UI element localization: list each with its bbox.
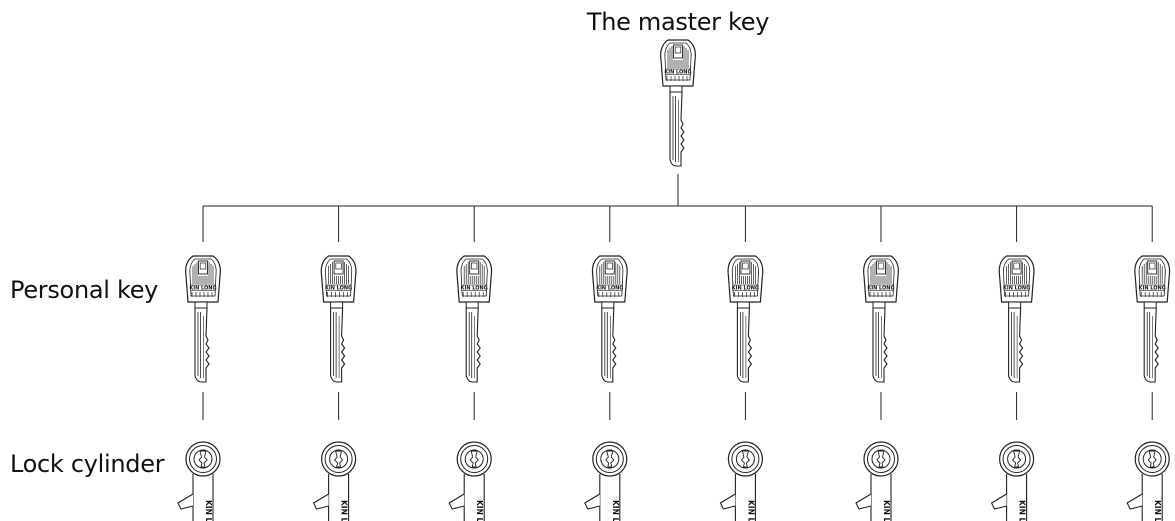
lock-cylinder-icon xyxy=(584,441,628,521)
lock-cylinder-icon xyxy=(990,441,1035,521)
personal-key-icon xyxy=(456,255,493,383)
personal-key-icon xyxy=(863,255,899,383)
lock-cylinder-row-label: Lock cylinder xyxy=(10,450,165,478)
lock-cylinder-icon xyxy=(1126,441,1170,521)
lock-cylinder-icon xyxy=(719,441,764,521)
master-key-title: The master key xyxy=(586,8,770,36)
personal-key-icon xyxy=(1134,255,1171,383)
lock-cylinder-icon xyxy=(855,441,899,521)
personal-key-icon xyxy=(727,255,764,383)
lock-cylinder-icon xyxy=(177,441,221,521)
personal-key-row-label: Personal key xyxy=(10,276,159,304)
personal-key-icon xyxy=(320,255,357,383)
connector-lines xyxy=(202,174,1153,420)
key-nodes xyxy=(177,39,1171,521)
personal-key-icon xyxy=(185,255,221,383)
lock-cylinder-icon xyxy=(313,441,357,521)
personal-key-icon xyxy=(591,255,628,383)
lock-cylinder-icon xyxy=(448,441,492,521)
master-key-icon xyxy=(660,39,696,167)
personal-key-icon xyxy=(998,255,1035,383)
